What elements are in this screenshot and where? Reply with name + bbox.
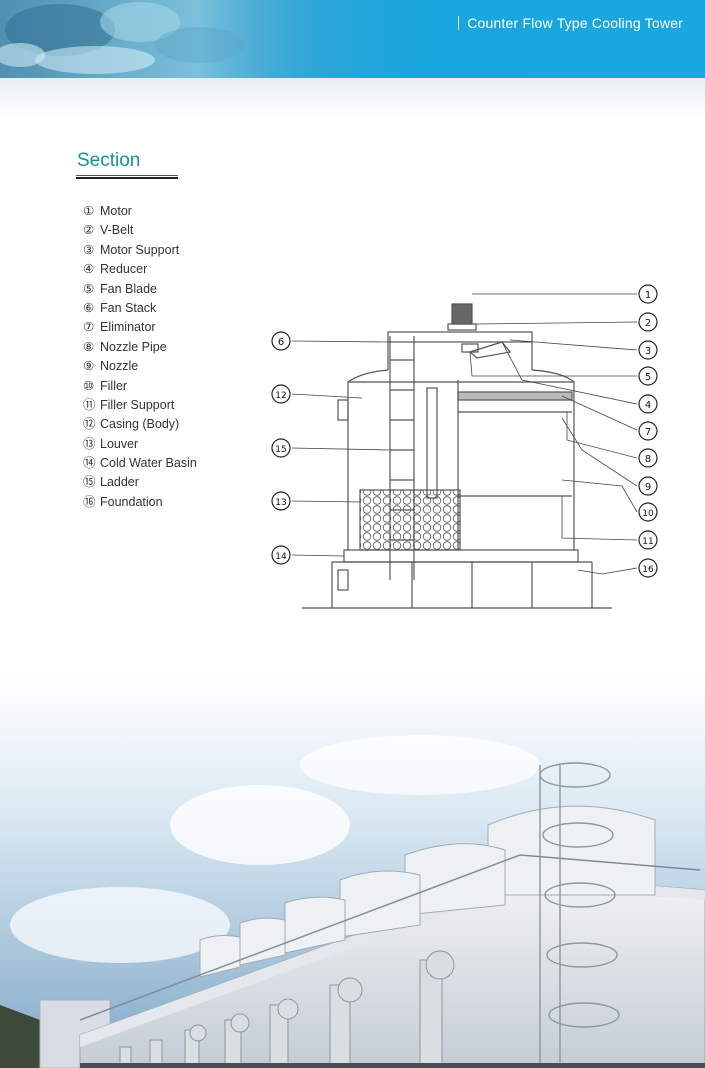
callout-5: 5 — [638, 366, 658, 386]
callout-3: 3 — [638, 340, 658, 360]
legend-item: ⑥ Fan Stack — [83, 299, 197, 318]
legend-label: Casing (Body) — [100, 417, 180, 432]
legend-number: ⑬ — [83, 436, 96, 451]
header-title: Counter Flow Type Cooling Tower — [467, 15, 683, 31]
callout-15: 15 — [271, 438, 291, 458]
callout-label: 2 — [645, 318, 651, 329]
legend-label: V-Belt — [100, 223, 134, 238]
legend-label: Eliminator — [100, 320, 156, 335]
legend-item: ⑮ Ladder — [83, 473, 197, 492]
legend-label: Cold Water Basin — [100, 456, 197, 471]
leader-lines — [291, 293, 638, 575]
callout-16: 16 — [638, 558, 658, 578]
callout-label: 3 — [645, 346, 651, 357]
callout-label: 12 — [275, 391, 286, 401]
legend-item: ⑪ Filler Support — [83, 396, 197, 415]
legend-item: ③ Motor Support — [83, 241, 197, 260]
legend-item: ⑩ Filler — [83, 377, 197, 396]
section-rule-bold — [76, 177, 178, 179]
legend-item: ⑬ Louver — [83, 435, 197, 454]
parts-legend: ① Motor ② V-Belt ③ Motor Support ④ Reducer ⑤… — [83, 202, 197, 512]
legend-label: Louver — [100, 436, 139, 451]
tower-outline — [302, 303, 612, 609]
legend-label: Ladder — [100, 475, 139, 490]
legend-item: ① Motor — [83, 202, 197, 221]
legend-number: ⑭ — [83, 456, 96, 471]
legend-label: Fan Stack — [100, 300, 157, 315]
legend-number: ⑨ — [83, 359, 95, 374]
callout-11: 11 — [638, 530, 658, 550]
legend-item: ⑦ Eliminator — [83, 318, 197, 337]
legend-number: ⑧ — [83, 339, 95, 354]
legend-label: Motor — [100, 204, 132, 218]
section-title: Section — [77, 150, 141, 171]
legend-number: ③ — [83, 242, 95, 257]
legend-number: ① — [83, 204, 95, 218]
callout-label: 14 — [275, 552, 287, 562]
legend-number: ④ — [83, 262, 95, 277]
legend-label: Fan Blade — [100, 281, 157, 296]
callout-label: 8 — [645, 454, 651, 465]
legend-item: ② V-Belt — [83, 221, 197, 240]
legend-label: Filler — [100, 378, 128, 393]
legend-number: ⑯ — [83, 494, 96, 509]
callout-label: 16 — [642, 565, 654, 575]
callout-label: 5 — [645, 372, 651, 383]
legend-number: ⑩ — [83, 378, 95, 393]
legend-number: ⑤ — [83, 281, 95, 296]
callout-label: 9 — [645, 482, 651, 493]
callout-label: 11 — [642, 537, 653, 547]
callout-2: 2 — [638, 312, 658, 332]
cooling-tower-photo — [0, 675, 705, 1068]
callout-label: 13 — [275, 498, 286, 508]
header-fade — [0, 78, 705, 118]
legend-item: ⑨ Nozzle — [83, 357, 197, 376]
section-rule — [76, 175, 178, 176]
legend-item: ⑫ Casing (Body) — [83, 415, 197, 434]
header-title-bar: Counter Flow Type Cooling Tower — [458, 14, 683, 32]
header-divider — [458, 16, 460, 30]
callout-label: 6 — [278, 337, 284, 348]
callout-4: 4 — [638, 394, 658, 414]
legend-label: Motor Support — [100, 242, 180, 257]
callout-label: 4 — [645, 400, 651, 411]
callout-12: 12 — [271, 384, 291, 404]
legend-item: ⑯ Foundation — [83, 493, 197, 512]
callout-label: 1 — [645, 290, 651, 301]
callout-6: 6 — [271, 331, 291, 351]
callout-7: 7 — [638, 421, 658, 441]
callout-13: 13 — [271, 491, 291, 511]
legend-label: Nozzle — [100, 359, 139, 374]
legend-number: ② — [83, 223, 95, 238]
callout-labels: 1 2 3 5 4 7 8 9 10 11 16 6 12 15 13 14 — [271, 284, 658, 578]
callout-label: 15 — [275, 445, 286, 455]
callout-1: 1 — [638, 284, 658, 304]
legend-number: ⑥ — [83, 300, 95, 315]
legend-number: ⑫ — [83, 417, 96, 432]
legend-label: Nozzle Pipe — [100, 339, 167, 354]
page-header: Counter Flow Type Cooling Tower — [0, 0, 705, 78]
legend-item: ⑧ Nozzle Pipe — [83, 338, 197, 357]
legend-label: Foundation — [100, 494, 163, 509]
legend-label: Filler Support — [100, 397, 175, 412]
legend-item: ④ Reducer — [83, 260, 197, 279]
legend-number: ⑪ — [83, 397, 96, 412]
callout-10: 10 — [638, 502, 658, 522]
legend-label: Reducer — [100, 262, 148, 277]
legend-number: ⑦ — [83, 320, 95, 335]
cooling-tower-section-diagram: 1 2 3 5 4 7 8 9 10 11 16 6 12 15 13 14 — [271, 284, 658, 609]
callout-8: 8 — [638, 448, 658, 468]
callout-14: 14 — [271, 545, 291, 565]
callout-label: 10 — [642, 509, 654, 519]
legend-number: ⑮ — [83, 475, 96, 490]
legend-item: ⑤ Fan Blade — [83, 280, 197, 299]
header-water-photo — [0, 0, 330, 78]
callout-label: 7 — [645, 427, 651, 438]
callout-9: 9 — [638, 476, 658, 496]
legend-item: ⑭ Cold Water Basin — [83, 454, 197, 473]
section-heading: Section — [76, 150, 178, 179]
